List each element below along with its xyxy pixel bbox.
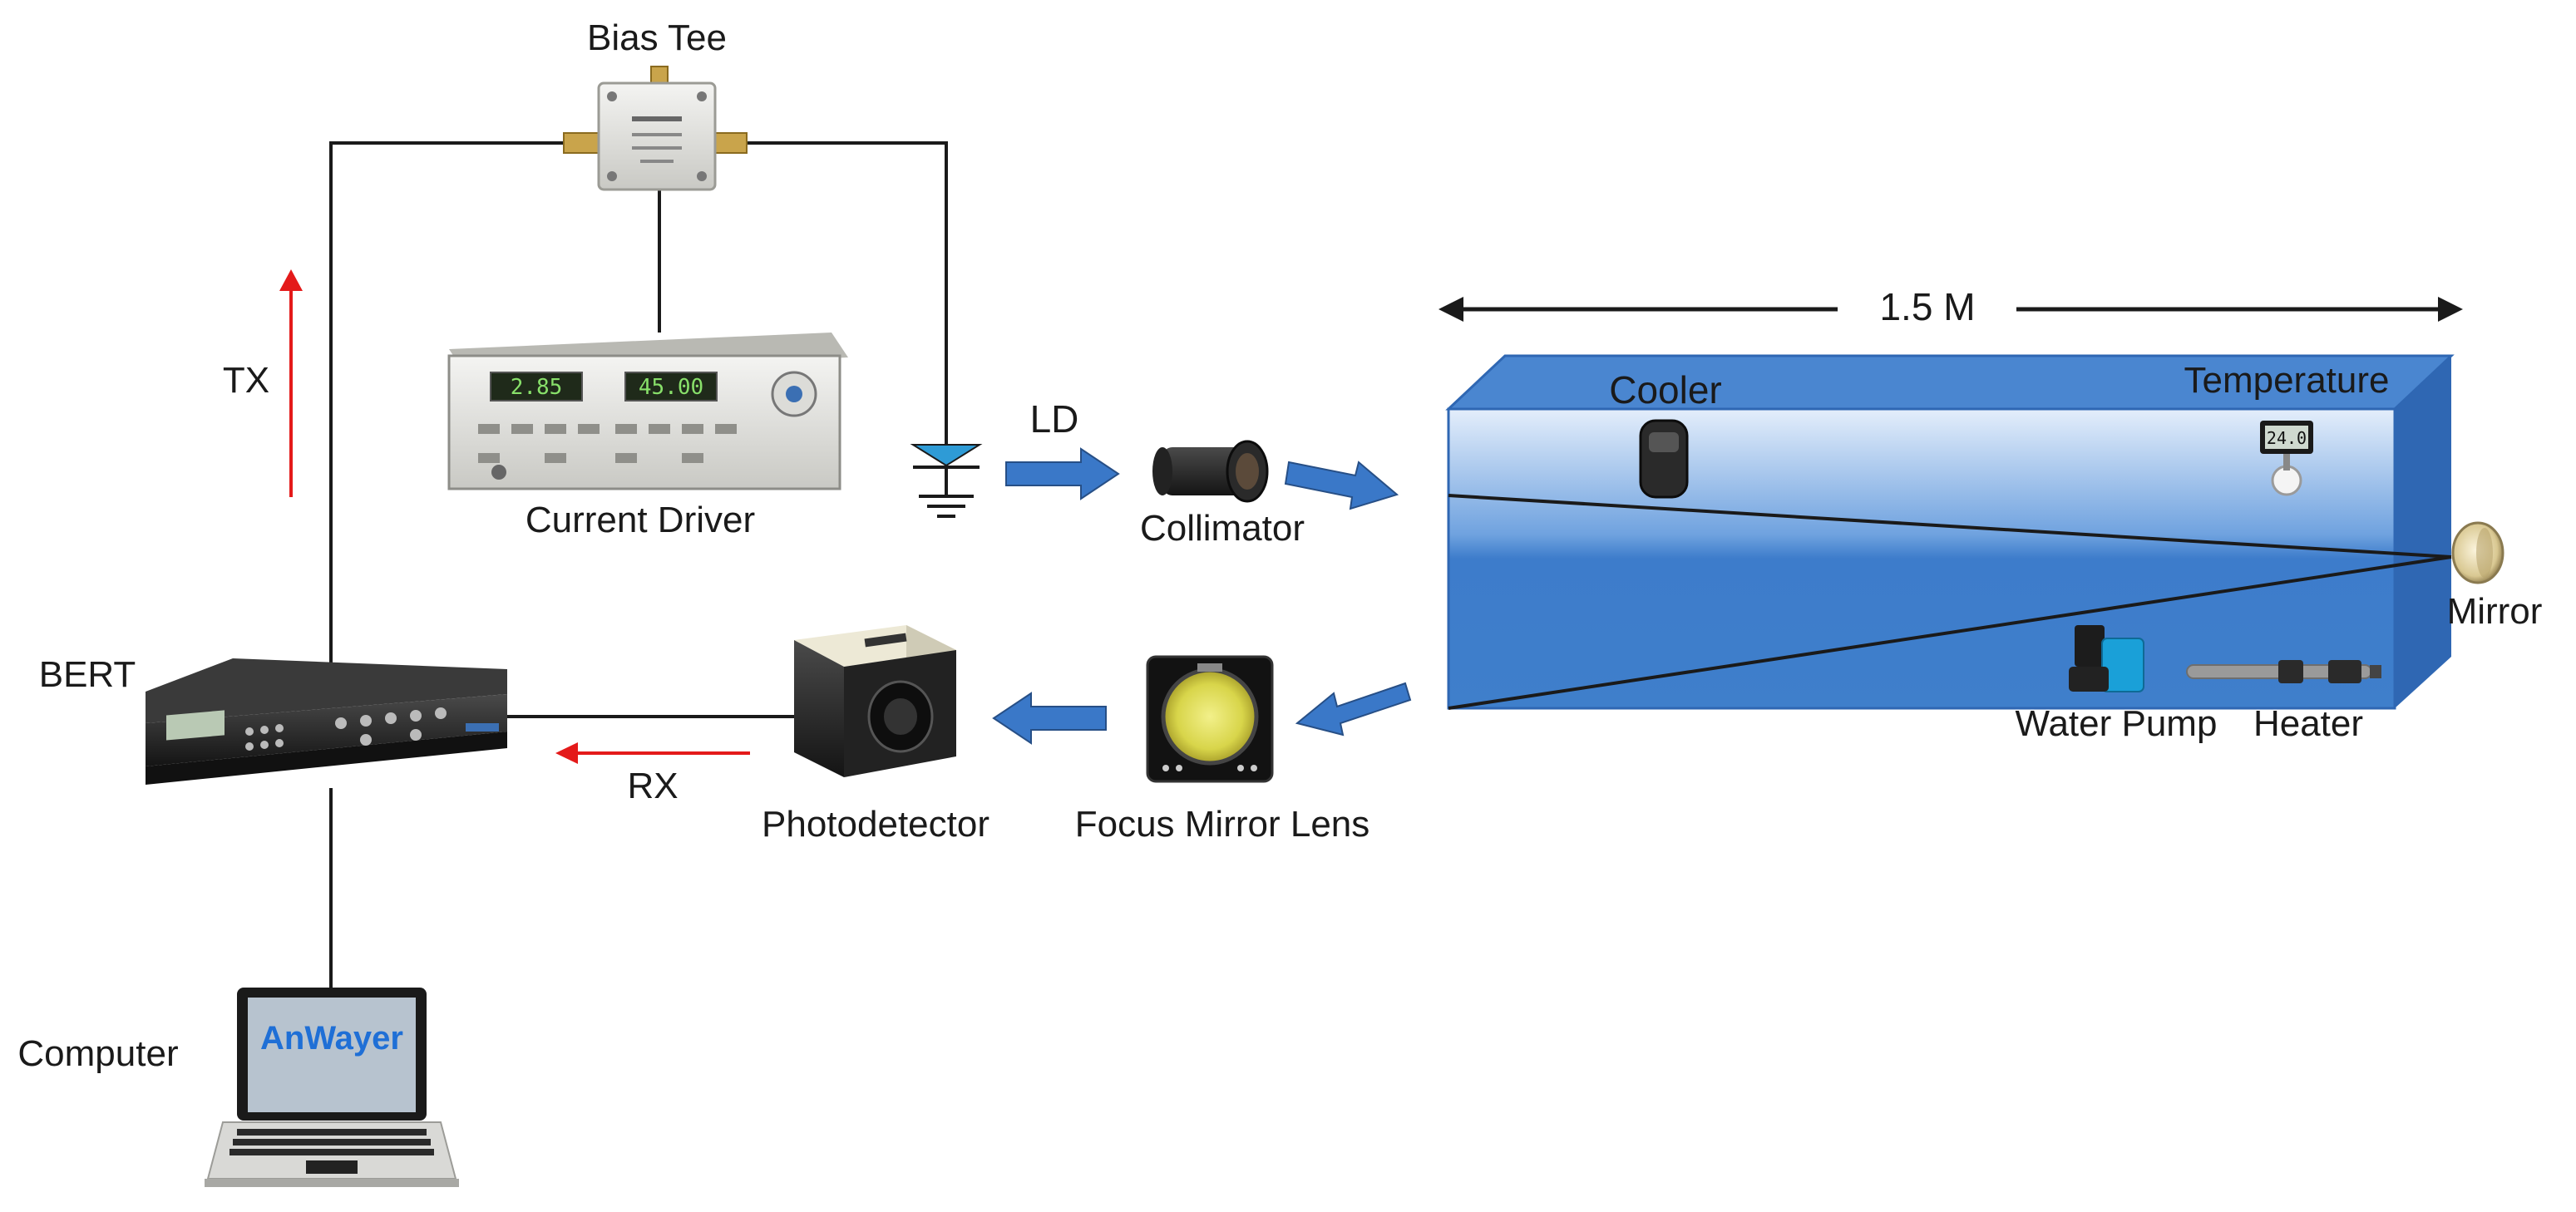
current-driver-instrument-icon: 2.85 45.00 [447, 333, 848, 490]
beam-arrow-tank-to-focus-lens [1295, 682, 1412, 737]
bias-tee-module-icon [563, 66, 748, 191]
mirror-label: Mirror [2447, 591, 2543, 632]
driver-display-right: 45.00 [639, 375, 703, 400]
focus-mirror-lens-label: Focus Mirror Lens [1075, 804, 1370, 845]
heater-label: Heater [2253, 703, 2363, 744]
beam-path-in [1448, 494, 2452, 559]
cooler-icon [1639, 419, 1689, 499]
beam-arrow-focus-lens-to-photodetector [992, 692, 1107, 745]
distance-label: 1.5 M [1879, 285, 1975, 328]
laptop-icon: AnWayer [205, 988, 459, 1187]
driver-display-left: 2.85 [511, 375, 563, 400]
bias-tee-label: Bias Tee [587, 17, 727, 58]
computer-label: Computer [17, 1033, 178, 1074]
mirror-icon [2451, 521, 2504, 584]
rx-label: RX [627, 766, 678, 806]
wiring [329, 141, 948, 988]
tank-side-face [2395, 356, 2451, 708]
laser-diode-symbol-icon [910, 444, 983, 518]
collimator-label: Collimator [1140, 508, 1305, 549]
focus-mirror-lens-icon [1146, 655, 1274, 783]
wire-bert-to-bias-tee [329, 141, 564, 675]
photodetector-label: Photodetector [762, 804, 989, 845]
laptop-screen-text: AnWayer [260, 1020, 403, 1057]
water-pump-icon [2069, 625, 2144, 692]
thermometer-icon: 24.0 [2260, 421, 2313, 496]
beam-arrow-ld-to-collimator [1005, 447, 1120, 500]
beam-arrow-collimator-to-tank [1284, 461, 1399, 510]
water-tank [1445, 354, 2455, 710]
bert-label: BERT [39, 654, 136, 695]
thermometer-display: 24.0 [2267, 428, 2307, 448]
tx-label: TX [223, 360, 269, 401]
temperature-label: Temperature [2184, 360, 2389, 401]
photodetector-icon [794, 625, 956, 777]
water-pump-label: Water Pump [2016, 703, 2218, 744]
heater-icon [2186, 660, 2381, 683]
tank-front-face [1447, 407, 2396, 710]
ld-label: LD [1030, 397, 1079, 441]
beam-path-out [1448, 555, 2452, 710]
bert-instrument-icon [146, 658, 507, 785]
wire-bias-tee-to-ground [747, 141, 948, 466]
distance-dimension-line [1439, 297, 2463, 322]
beam-arrows [992, 447, 1412, 745]
rx-arrow [555, 742, 750, 764]
current-driver-label: Current Driver [526, 500, 755, 540]
cooler-label: Cooler [1609, 368, 1722, 411]
collimator-lens-icon [1152, 440, 1269, 503]
tx-arrow [279, 269, 303, 497]
